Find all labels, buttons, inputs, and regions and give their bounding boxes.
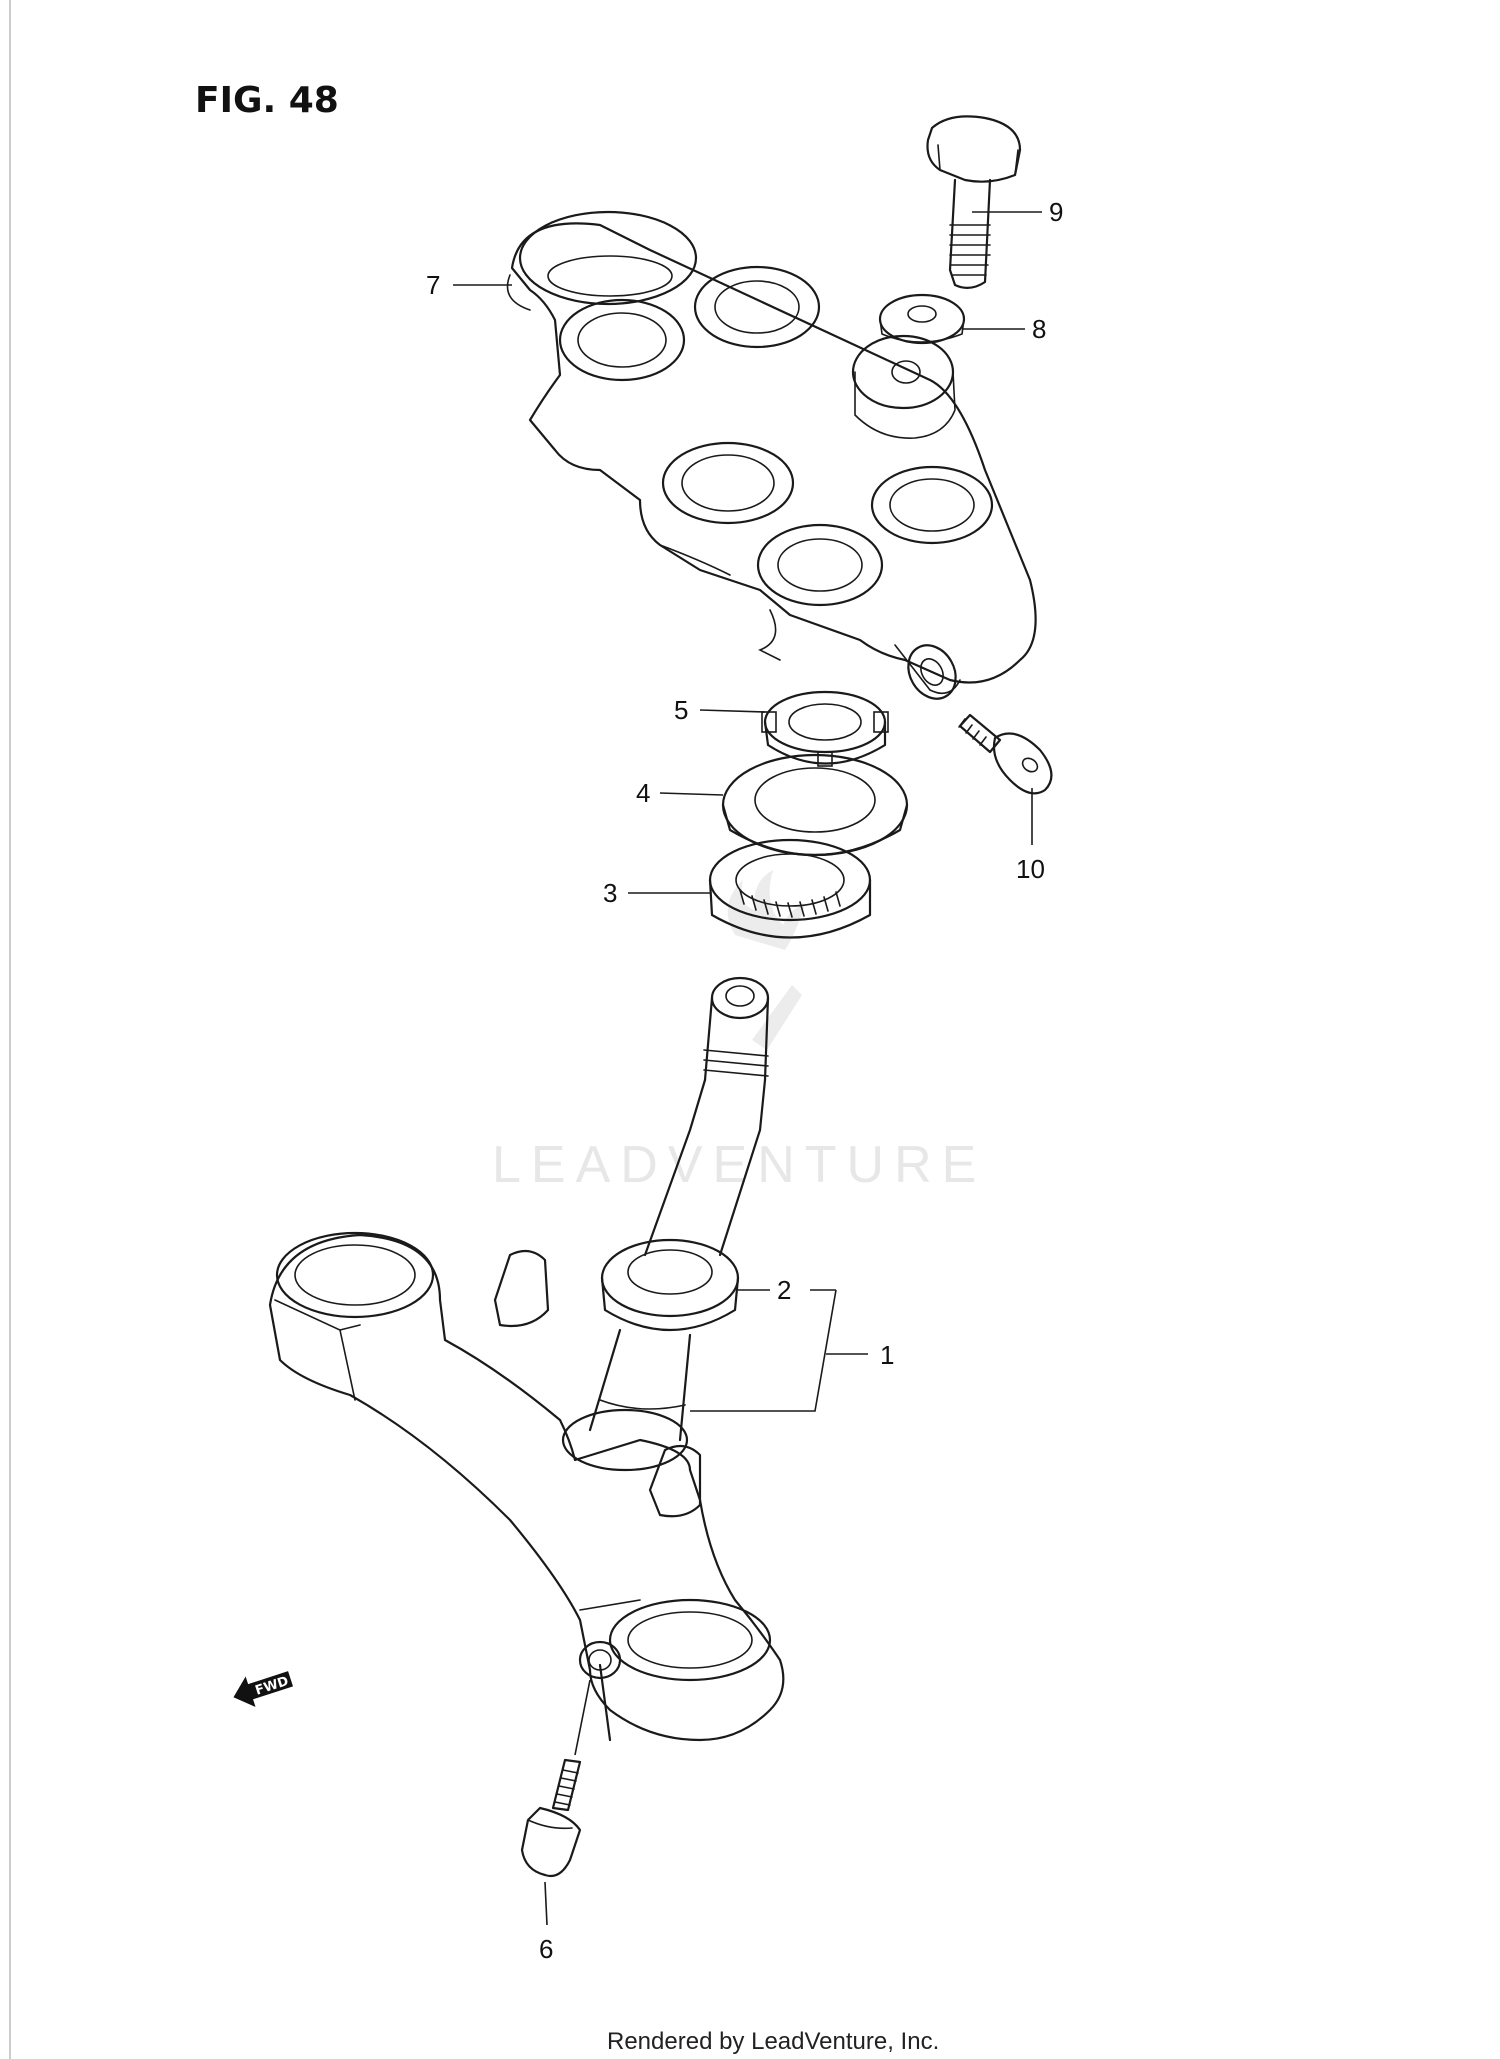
callout-7: 7 <box>426 270 440 300</box>
footer-credit: Rendered by LeadVenture, Inc. <box>607 2028 939 2055</box>
watermark: LEADVENTURE <box>492 870 986 1194</box>
forward-arrow-icon: FWD <box>233 1671 294 1707</box>
washer-part-8 <box>878 293 966 345</box>
bolt-part-9 <box>926 115 1022 289</box>
screw-part-10 <box>958 713 1053 795</box>
callout-4: 4 <box>636 778 650 808</box>
upper-bracket-part-7 <box>506 210 1037 700</box>
nut-part-5 <box>761 690 889 767</box>
figure-title: FIG. 48 <box>195 80 339 121</box>
callout-3: 3 <box>603 878 617 908</box>
callout-labels: 1 2 3 4 5 6 7 8 9 10 <box>426 197 1063 1964</box>
callout-5: 5 <box>674 695 688 725</box>
callout-6: 6 <box>539 1934 553 1964</box>
dust-seal-part-4 <box>721 753 909 857</box>
bolt-part-6 <box>520 1758 582 1878</box>
callout-2: 2 <box>777 1275 791 1305</box>
callout-8: 8 <box>1032 314 1046 344</box>
steering-stem-part-1 <box>268 976 785 1742</box>
leader-lines <box>453 211 1042 1926</box>
bearing-part-3 <box>708 838 872 939</box>
bearing-part-2 <box>600 1238 740 1331</box>
callout-9: 9 <box>1049 197 1063 227</box>
fwd-label: FWD <box>253 1674 290 1699</box>
callout-10: 10 <box>1016 854 1045 884</box>
watermark-text: LEADVENTURE <box>492 1136 986 1194</box>
callout-1: 1 <box>880 1340 894 1370</box>
